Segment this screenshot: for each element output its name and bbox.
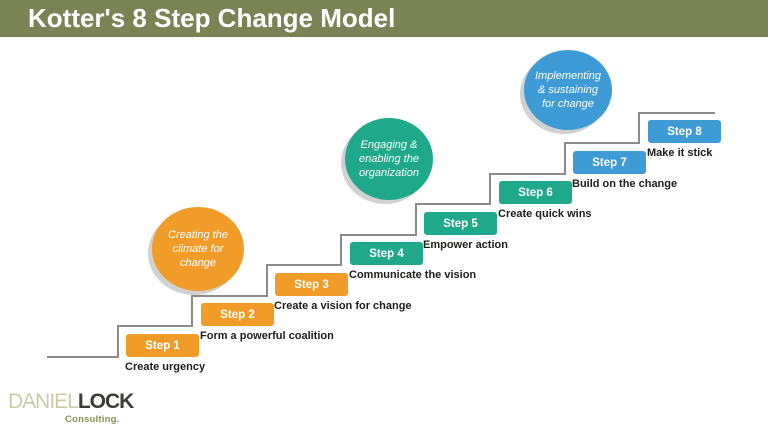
phase-label-line: Implementing bbox=[534, 69, 602, 82]
phase-label-line: change bbox=[179, 257, 217, 270]
step-1: Step 1 Create urgency bbox=[125, 334, 205, 373]
phase-bubble-engaging: Engaging & enabling the organization bbox=[345, 118, 433, 200]
step-badge: Step 8 bbox=[648, 120, 721, 143]
step-caption: Create quick wins bbox=[498, 208, 592, 220]
logo-wordmark: DANIELLOCK bbox=[8, 390, 134, 413]
step-badge: Step 5 bbox=[424, 212, 497, 235]
step-4: Step 4 Communicate the vision bbox=[349, 242, 476, 281]
step-caption: Make it stick bbox=[647, 147, 713, 159]
step-badge: Step 7 bbox=[573, 151, 646, 174]
phase-label-line: & sustaining bbox=[538, 83, 598, 96]
step-caption: Form a powerful coalition bbox=[200, 330, 334, 342]
logo-lock-text: LOCK bbox=[77, 390, 134, 413]
step-badge: Step 3 bbox=[275, 273, 348, 296]
phase-label-line: Creating the bbox=[168, 228, 228, 241]
phase-bubble-climate: Creating the climate for change bbox=[152, 207, 244, 291]
logo-daniel-text: DANIEL bbox=[8, 390, 79, 413]
step-3: Step 3 Create a vision for change bbox=[274, 273, 412, 312]
phase-label-line: Engaging & bbox=[360, 138, 418, 151]
title-bar: Kotter's 8 Step Change Model bbox=[0, 0, 768, 37]
step-badge: Step 2 bbox=[201, 303, 274, 326]
phase-label-line: enabling the bbox=[359, 152, 419, 165]
phase-label-line: organization bbox=[359, 167, 419, 180]
step-caption: Communicate the vision bbox=[349, 269, 477, 281]
step-caption: Create urgency bbox=[125, 361, 206, 373]
step-badge: Step 4 bbox=[350, 242, 423, 265]
phase-label-line: for change bbox=[542, 98, 594, 111]
logo: DANIELLOCK Consulting. bbox=[8, 390, 134, 425]
step-caption: Empower action bbox=[423, 239, 508, 251]
step-caption: Build on the change bbox=[572, 178, 678, 190]
step-8: Step 8 Make it stick bbox=[647, 120, 721, 159]
step-7: Step 7 Build on the change bbox=[572, 151, 677, 190]
step-caption: Create a vision for change bbox=[274, 300, 412, 312]
logo-tagline: Consulting. bbox=[65, 414, 120, 425]
step-6: Step 6 Create quick wins bbox=[498, 181, 592, 220]
phase-label-line: climate for bbox=[172, 242, 224, 255]
step-badge: Step 6 bbox=[499, 181, 572, 204]
step-2: Step 2 Form a powerful coalition bbox=[200, 303, 334, 342]
step-5: Step 5 Empower action bbox=[423, 212, 508, 251]
step-badge: Step 1 bbox=[126, 334, 199, 357]
page-title: Kotter's 8 Step Change Model bbox=[28, 3, 396, 33]
phase-bubble-implementing: Implementing & sustaining for change bbox=[524, 50, 612, 130]
